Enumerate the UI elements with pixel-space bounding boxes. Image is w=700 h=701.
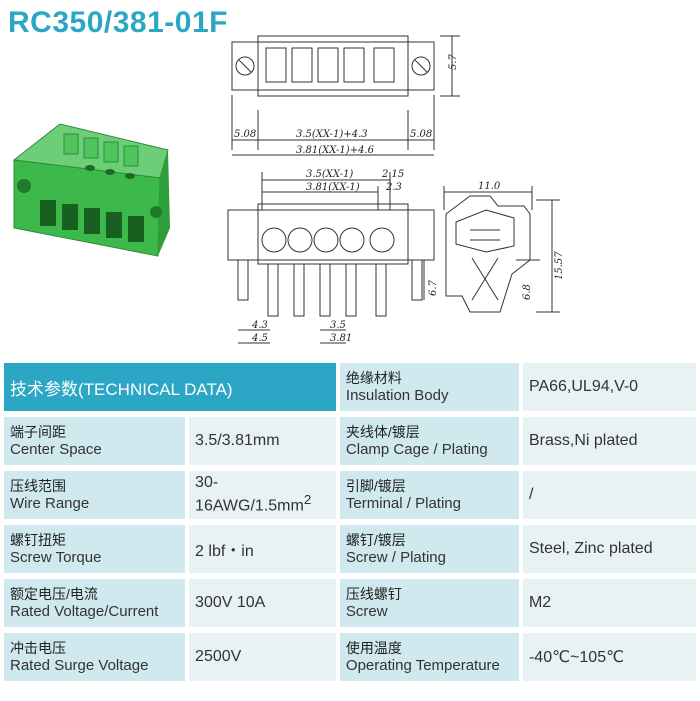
spec-label: 端子间距 Center Space	[4, 417, 186, 465]
technical-drawings: 5.08 3.5(XX-1)+4.3 5.08 3.81(XX-1)+4.6 5…	[12, 35, 565, 344]
label-cn: 端子间距	[10, 424, 66, 440]
dim-side-68: 6.8	[522, 284, 533, 300]
product-title: RC350/381-01F	[8, 6, 228, 39]
front-view-drawing	[227, 172, 435, 344]
label-cn: 额定电压/电流	[10, 586, 98, 602]
label-cn: 引脚/镀层	[345, 478, 406, 494]
spec-value: PA66,UL94,V-0	[522, 363, 696, 411]
wire-range-value: 30-16AWG/1.5mm	[195, 474, 304, 515]
spec-value: M2	[522, 579, 696, 627]
dim-front-23: 2.3	[385, 182, 402, 193]
label-cn: 夹线体/镀层	[345, 424, 420, 440]
dim-front-67: 6.7	[428, 279, 439, 296]
label-en: Center Space	[10, 441, 102, 458]
table-row: 冲击电压 Rated Surge Voltage 2500V 使用温度 Oper…	[4, 633, 696, 681]
label-en: Terminal / Plating	[345, 495, 461, 512]
label-cn: 使用温度	[345, 640, 402, 656]
table-row: 压线范围 Wire Range 30-16AWG/1.5mm2 引脚/镀层 Te…	[4, 471, 696, 519]
spec-value: 30-16AWG/1.5mm2	[189, 471, 336, 519]
label-cn: 压线螺钉	[345, 586, 402, 602]
dim-side-11: 11.0	[478, 181, 501, 192]
spec-label: 绝缘材料 Insulation Body	[339, 363, 519, 411]
dim-front-35: 3.5	[330, 320, 346, 331]
dim-pitch-35: 3.5(XX-1)+4.3	[296, 129, 368, 140]
dim-front-p1: 3.5(XX-1)	[306, 169, 353, 180]
table-row: 端子间距 Center Space 3.5/3.81mm 夹线体/镀层 Clam…	[4, 417, 696, 465]
dim-height-57: 5.7	[448, 53, 459, 70]
table-header: 技术参数(TECHNICAL DATA)	[4, 363, 336, 411]
spec-value: 2 lbf・in	[189, 525, 336, 573]
spec-value: Steel, Zinc plated	[522, 525, 696, 573]
dim-left-508: 5.08	[234, 129, 256, 140]
label-en: Screw	[345, 603, 388, 620]
spec-value: 300V 10A	[189, 579, 336, 627]
label-en: Operating Temperature	[345, 657, 500, 674]
spec-label: 冲击电压 Rated Surge Voltage	[4, 633, 186, 681]
label-cn: 螺钉扭矩	[10, 532, 66, 548]
dim-right-508: 5.08	[410, 129, 432, 140]
label-en: Rated Surge Voltage	[10, 657, 149, 674]
dim-front-p2: 3.81(XX-1)	[306, 182, 360, 193]
spec-value: 3.5/3.81mm	[189, 417, 336, 465]
label-en: Clamp Cage / Plating	[345, 441, 488, 458]
label-en: Rated Voltage/Current	[10, 603, 159, 620]
label-cn: 冲击电压	[10, 640, 66, 656]
spec-label: 螺钉/镀层 Screw / Plating	[339, 525, 519, 573]
side-view-drawing	[443, 186, 560, 313]
table-row: 额定电压/电流 Rated Voltage/Current 300V 10A 压…	[4, 579, 696, 627]
dim-front-381: 3.81	[330, 333, 352, 344]
spec-value: -40℃~105℃	[522, 633, 696, 681]
dim-front-43: 4.3	[251, 320, 268, 331]
spec-label: 使用温度 Operating Temperature	[339, 633, 519, 681]
label-en: Wire Range	[10, 495, 90, 512]
label-cn: 螺钉/镀层	[345, 532, 406, 548]
table-row: 技术参数(TECHNICAL DATA) 绝缘材料 Insulation Bod…	[4, 363, 696, 411]
label-en: Insulation Body	[345, 387, 449, 404]
spec-label: 螺钉扭矩 Screw Torque	[4, 525, 186, 573]
top-view-drawing	[231, 35, 460, 156]
spec-label: 额定电压/电流 Rated Voltage/Current	[4, 579, 186, 627]
technical-data-table: 技术参数(TECHNICAL DATA) 绝缘材料 Insulation Bod…	[0, 357, 700, 687]
spec-value: /	[522, 471, 696, 519]
label-en: Screw / Plating	[345, 549, 446, 566]
dim-pitch-381: 3.81(XX-1)+4.6	[296, 145, 375, 156]
label-cn: 绝缘材料	[345, 370, 402, 386]
table-row: 螺钉扭矩 Screw Torque 2 lbf・in 螺钉/镀层 Screw /…	[4, 525, 696, 573]
unit-superscript: 2	[303, 492, 312, 508]
spec-label: 夹线体/镀层 Clamp Cage / Plating	[339, 417, 519, 465]
label-cn: 压线范围	[10, 478, 66, 494]
spec-label: 压线范围 Wire Range	[4, 471, 186, 519]
dim-front-215: 2.15	[381, 169, 404, 180]
spec-value: 2500V	[189, 633, 336, 681]
spec-value: Brass,Ni plated	[522, 417, 696, 465]
spec-label: 压线螺钉 Screw	[339, 579, 519, 627]
connector-photo	[12, 123, 170, 257]
dim-side-1557: 15.57	[554, 251, 565, 280]
spec-label: 引脚/镀层 Terminal / Plating	[339, 471, 519, 519]
label-en: Screw Torque	[10, 549, 102, 566]
dim-front-45: 4.5	[251, 333, 268, 344]
